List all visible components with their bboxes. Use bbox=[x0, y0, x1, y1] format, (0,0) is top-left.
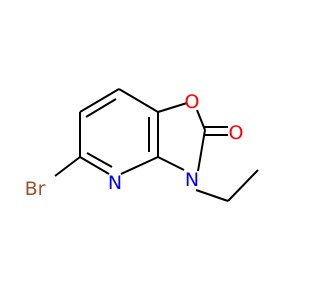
ring-oxygen-label: O bbox=[185, 91, 200, 113]
bromine-atom-label: Br bbox=[25, 178, 46, 200]
molecule-diagram: Br N N O O bbox=[25, 88, 259, 202]
bond-c2-n3 bbox=[197, 129, 206, 172]
pyridine-nitrogen-label: N bbox=[108, 172, 122, 194]
bond-c5-n4-double bbox=[86, 152, 113, 168]
bond-ethyl-ch2-ch3 bbox=[227, 169, 259, 202]
bond-c5-n4 bbox=[79, 156, 110, 175]
carbonyl-oxygen-label: O bbox=[229, 122, 244, 144]
ring-nitrogen-label: N bbox=[185, 169, 199, 191]
bond-c7a-o1 bbox=[157, 102, 188, 113]
bond-c6-c6-double bbox=[85, 98, 117, 118]
bond-n3-ethyl-ch2 bbox=[195, 189, 229, 202]
bond-n3-c3a bbox=[157, 156, 185, 171]
bond-c7a-c7 bbox=[118, 88, 159, 113]
bond-n4-c3a bbox=[120, 156, 159, 175]
bond-c5-br bbox=[54, 156, 81, 177]
bond-c7-c6 bbox=[79, 88, 120, 113]
